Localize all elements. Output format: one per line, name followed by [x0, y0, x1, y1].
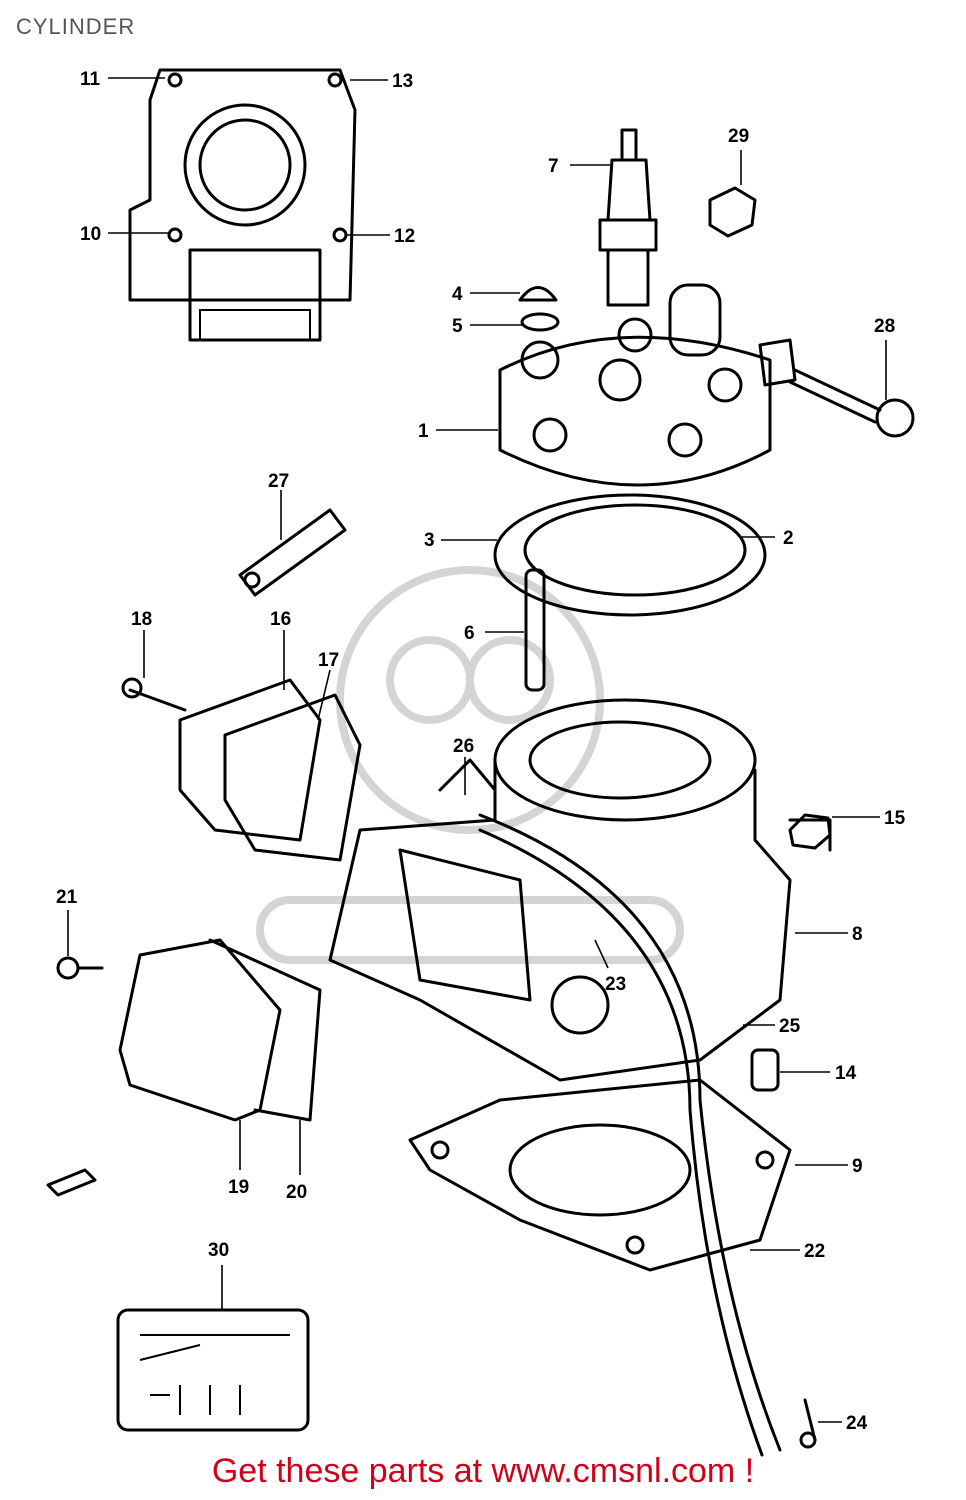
callout-9: 9	[852, 1156, 863, 1177]
callout-11: 11	[80, 69, 101, 90]
callout-19: 19	[228, 1177, 249, 1198]
front-arrow-icon	[46, 1168, 97, 1197]
callout-3: 3	[424, 530, 435, 551]
callout-17: 17	[318, 650, 339, 671]
callout-14: 14	[835, 1063, 857, 1084]
callout-6: 6	[464, 623, 475, 644]
small-screw	[799, 1398, 817, 1449]
callout-29: 29	[728, 126, 749, 147]
callout-numbers: 1 2 3 4 5 6 7 8 9 10 11 12 13 14 15 16 1…	[56, 69, 906, 1434]
callout-25: 25	[779, 1016, 801, 1037]
callout-13: 13	[392, 71, 413, 92]
leader-lines	[67, 77, 887, 1423]
callout-20: 20	[286, 1182, 307, 1203]
base-gasket	[408, 1078, 792, 1272]
callout-5: 5	[452, 316, 463, 337]
cylinder-body	[328, 698, 832, 1082]
callout-26: 26	[453, 736, 474, 757]
callout-18: 18	[131, 609, 152, 630]
callout-24: 24	[846, 1413, 868, 1434]
callout-23: 23	[605, 974, 626, 995]
page-title: CYLINDER	[16, 14, 136, 39]
dowel-and-nut	[750, 813, 832, 1092]
nut-and-bolt	[708, 186, 915, 438]
head-gaskets	[493, 493, 767, 617]
callout-15: 15	[884, 808, 906, 829]
callout-16: 16	[270, 609, 291, 630]
callout-30: 30	[208, 1240, 229, 1261]
cylinder-head	[498, 283, 772, 487]
stud-bolt	[524, 568, 546, 692]
exhaust-cover	[56, 938, 322, 1122]
spark-plug	[598, 128, 658, 307]
plate	[238, 508, 347, 597]
callout-1: 1	[418, 421, 429, 442]
breather-hose	[478, 813, 782, 1457]
callout-2: 2	[783, 528, 794, 549]
callout-7: 7	[548, 156, 559, 177]
footer-link[interactable]: Get these parts at www.cmsnl.com !	[211, 1452, 755, 1490]
callout-28: 28	[874, 316, 895, 337]
reed-gaskets	[121, 677, 362, 862]
callout-8: 8	[852, 924, 863, 945]
callout-21: 21	[56, 887, 78, 908]
cylinder-inset-view	[128, 68, 357, 342]
callout-10: 10	[80, 224, 101, 245]
callout-22: 22	[804, 1241, 825, 1262]
callout-4: 4	[452, 284, 463, 305]
warning-label	[116, 1308, 310, 1432]
callout-27: 27	[268, 471, 289, 492]
callout-12: 12	[394, 226, 415, 247]
